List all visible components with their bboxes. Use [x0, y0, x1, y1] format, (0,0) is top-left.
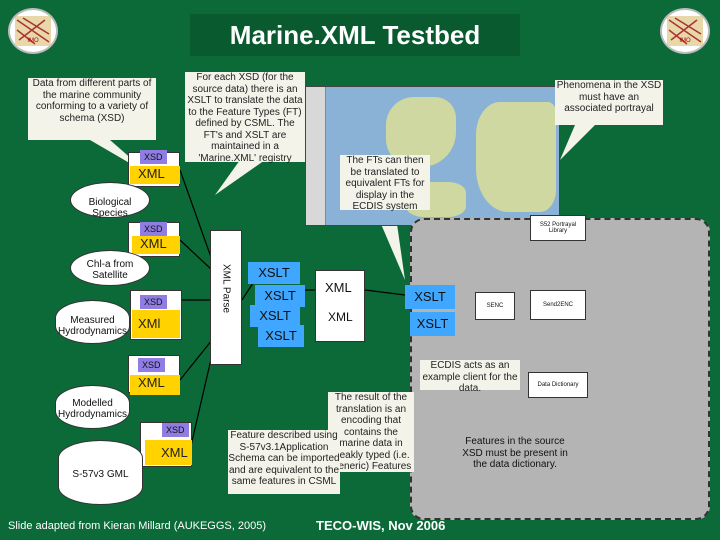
- callout-fts-translated: The FTs can then be translated to equiva…: [340, 155, 430, 212]
- xml-label: XML: [325, 280, 352, 295]
- s57v3-gml-database: S-57v3 GML: [58, 440, 143, 505]
- xslt-box: XSLT: [258, 325, 304, 347]
- s52-portrayal-library: S52 Portrayal Library: [530, 215, 586, 241]
- xslt-box: XSLT: [248, 262, 300, 284]
- footer-credit: Slide adapted from Kieran Millard (AUKEG…: [8, 520, 267, 532]
- xslt-box: XSLT: [410, 312, 455, 336]
- xslt-box: XSLT: [405, 285, 455, 309]
- chart-grid-icon: [668, 17, 702, 45]
- xml-label: XML: [130, 375, 180, 395]
- measured-hydrodynamics-database: Measured Hydrodynamics: [55, 300, 130, 344]
- xslt-box: XSLT: [255, 285, 305, 307]
- data-dictionary-doc: Data Dictionary: [528, 372, 588, 398]
- callout-result: The result of the translation is an enco…: [328, 392, 414, 472]
- xml-label: XML: [132, 236, 180, 254]
- footer-event: TECO-WIS, Nov 2006: [316, 518, 446, 533]
- xsd-label: XSD: [162, 423, 189, 437]
- senc-doc: SENC: [475, 292, 515, 320]
- logo-text: IMO: [679, 38, 691, 44]
- page-title: Marine.XML Testbed: [229, 20, 481, 50]
- modelled-hydrodynamics-database: Modelled Hydrodynamics: [55, 385, 130, 429]
- callout-pointer: [375, 210, 405, 280]
- organization-logo-right: IMO: [660, 8, 710, 54]
- callout-ecdis-client: ECDIS acts as an example client for the …: [420, 360, 520, 394]
- xsd-label: XSD: [140, 222, 167, 236]
- callout-features-source: Features in the source XSD must be prese…: [462, 436, 568, 470]
- xml-label: XML: [130, 166, 180, 184]
- xsd-label: XSD: [138, 358, 165, 372]
- xml-label: XML: [328, 310, 353, 324]
- callout-xslt-registry: For each XSD (for the source data) there…: [185, 72, 305, 164]
- logo-text: IMO: [27, 38, 39, 44]
- xml-label: XML: [145, 440, 192, 465]
- xml-parse-box: XML Parse: [210, 230, 242, 365]
- xml-label: XMl: [132, 310, 180, 338]
- callout-phenomena: Phenomena in the XSD must have an associ…: [555, 80, 663, 125]
- callout-data-sources: Data from different parts of the marine …: [28, 78, 156, 140]
- xsd-label: XSD: [140, 295, 167, 309]
- chart-grid-icon: [16, 17, 50, 45]
- chl-a-satellite-database: Chl-a from Satellite: [70, 250, 150, 286]
- xml-parse-label: XML Parse: [220, 263, 232, 314]
- callout-pointer: [215, 160, 265, 195]
- biological-species-database: Biological Species: [70, 182, 150, 219]
- title-banner: [190, 14, 520, 56]
- xml-output-document: [315, 270, 365, 342]
- organization-logo-left: IMO: [8, 8, 58, 54]
- map-toolbar: [306, 87, 326, 225]
- callout-feature-described: Feature described using S-57v3.1Applicat…: [228, 430, 340, 494]
- callout-pointer: [560, 125, 595, 160]
- xslt-box: XSLT: [250, 305, 300, 327]
- xsd-label: XSD: [140, 150, 167, 164]
- send2enc-doc: Send2ENC: [530, 290, 586, 320]
- map-land: [476, 102, 556, 212]
